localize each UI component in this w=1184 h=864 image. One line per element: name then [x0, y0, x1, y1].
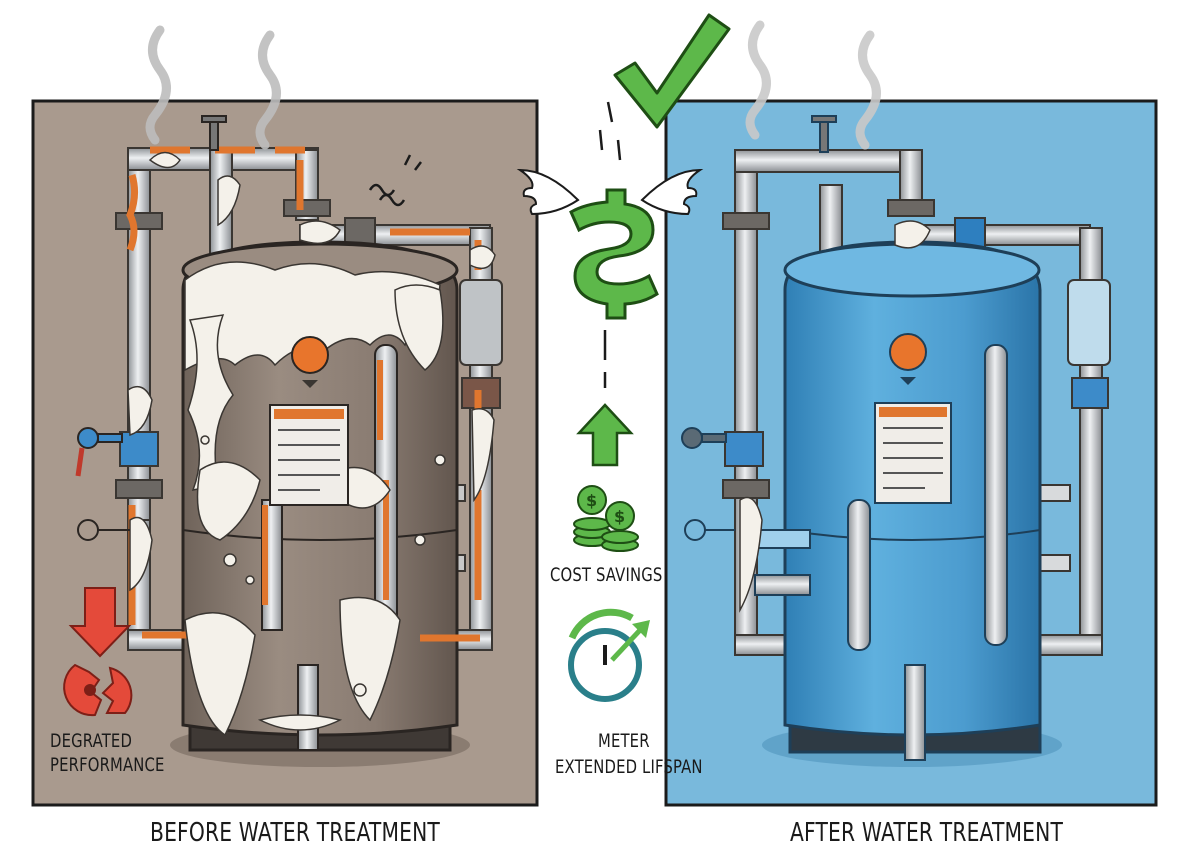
scale-deposits: [127, 151, 496, 737]
broken-gauge-icon: [63, 663, 133, 717]
after-caption: AFTER WATER TREATMENT: [790, 818, 1064, 848]
extended-lifespan-label: EXTENDED LIFSPAN: [555, 756, 703, 778]
steam-icon: [745, 20, 881, 150]
svg-text:$: $: [586, 491, 597, 510]
motion-lines: [598, 101, 622, 388]
before-warning-label: [269, 336, 349, 506]
before-caption: BEFORE WATER TREATMENT: [150, 818, 440, 848]
after-panel: [664, 99, 1158, 807]
before-panel: [31, 99, 539, 807]
steam-icon: [145, 25, 281, 150]
coin-stack-icon: $ $: [573, 485, 639, 552]
after-minor-scale: [739, 220, 931, 613]
meter-label: METER: [598, 730, 650, 752]
svg-text:$: $: [614, 507, 625, 526]
winged-dollar-icon: [516, 168, 704, 320]
checkmark-icon: [613, 13, 731, 129]
after-warning-label: [874, 333, 952, 504]
noise-lines-icon: [368, 154, 422, 207]
up-arrow-icon: [576, 403, 634, 467]
degraded-label-line1: DEGRATED: [50, 730, 133, 752]
cost-savings-label: COST SAVINGS: [550, 564, 663, 586]
before-valves: [75, 115, 227, 541]
after-valves: [681, 115, 837, 541]
degraded-label-line2: PERFORMANCE: [50, 754, 165, 776]
benefits-column: $ $: [516, 13, 731, 702]
down-arrow-icon: [68, 587, 132, 658]
stopwatch-icon: [568, 608, 650, 702]
